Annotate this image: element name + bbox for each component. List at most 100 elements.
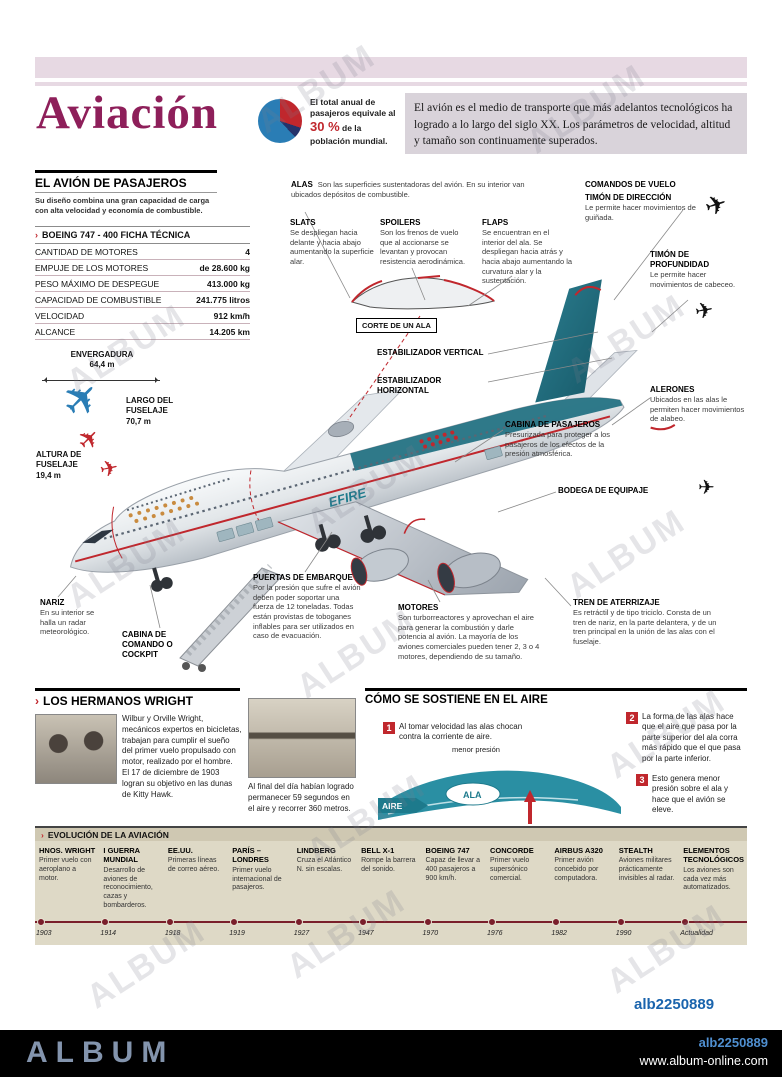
boarding-stairs [179, 563, 283, 672]
wright-portrait-photo [35, 714, 117, 784]
timeline-year: 1914 [100, 930, 116, 937]
menor-presion-label: menor presión [452, 745, 500, 754]
airflow-diagram: ALA AIRE [378, 770, 621, 824]
label-bodega: BODEGA DE EQUIPAJE [558, 486, 649, 495]
spec-value: 241.775 litros [196, 295, 250, 305]
timeline-year: 1976 [486, 930, 503, 937]
dimension-altura: ALTURA DE FUSELAJE 19,4 m [36, 450, 98, 481]
pitch-plane-icon: ✈ [692, 296, 716, 325]
timeline-year: 1970 [422, 930, 439, 937]
chevron-icon: › [35, 230, 38, 240]
spec-title-text: BOEING 747 - 400 FICHA TÉCNICA [42, 230, 191, 240]
dim-label: LARGO DEL FUSELAJE [126, 396, 173, 416]
timeline-dot [101, 918, 110, 926]
timeline-dot [487, 918, 496, 926]
timeline-line [35, 921, 747, 923]
album-logo: ALBUM [26, 1036, 175, 1069]
timeline-dot [294, 918, 303, 926]
step-number-badge: 2 [626, 712, 638, 724]
section-subheading: Su diseño combina una gran capacidad de … [35, 196, 210, 215]
label-comandos: COMANDOS DE VUELO [585, 180, 676, 189]
yaw-plane-icon: ✈ [700, 187, 731, 223]
intro-paragraph: El avión es el medio de transporte que m… [405, 93, 747, 154]
wing-cross-section [350, 275, 496, 310]
footer-url: www.album-online.com [639, 1054, 768, 1068]
timeline-year: 1982 [551, 930, 567, 937]
span-arrow [42, 377, 160, 383]
spec-value: de 28.600 kg [199, 263, 250, 273]
timeline-dot [359, 918, 368, 926]
timeline-dot [681, 918, 690, 926]
spec-row: CAPACIDAD DE COMBUSTIBLE 241.775 litros [35, 292, 250, 308]
stat-after: de la población mundial. [310, 123, 388, 146]
spec-label: CAPACIDAD DE COMBUSTIBLE [35, 295, 162, 305]
timeline-dot [552, 918, 561, 926]
timeline-dot [616, 918, 625, 926]
roll-plane-icon: ✈ [698, 477, 715, 499]
spec-row: PESO MÁXIMO DE DESPEGUE 413.000 kg [35, 276, 250, 292]
masthead-rule [35, 82, 747, 86]
spec-table-title: › BOEING 747 - 400 FICHA TÉCNICA [35, 226, 250, 244]
spec-label: VELOCIDAD [35, 311, 85, 321]
wright-flyer-photo [248, 698, 356, 778]
label-estabilizador-vertical: ESTABILIZADOR VERTICAL [377, 348, 484, 357]
timeline-year: 1918 [164, 930, 181, 937]
label-corte-de-un-ala: CORTE DE UN ALA [356, 318, 437, 333]
spec-value: 413.000 kg [206, 279, 250, 289]
wright-text-2: Al final del día habían logrado permanec… [248, 782, 354, 813]
image-code: alb2250889 [634, 996, 715, 1013]
spec-row: VELOCIDAD 912 km/h [35, 308, 250, 324]
spec-value: 912 km/h [213, 311, 250, 321]
section-heading-wright: ›LOS HERMANOS WRIGHT [35, 688, 240, 708]
spec-label: CANTIDAD DE MOTORES [35, 247, 138, 257]
dim-value: 70,7 m [126, 416, 151, 426]
masthead-bar [35, 57, 747, 78]
stat-before: El total anual de pasajeros equivale al [310, 97, 396, 119]
spec-label: PESO MÁXIMO DE DESPEGUE [35, 279, 160, 289]
footer-bar: ALBUM alb2250889 www.album-online.com [0, 1030, 782, 1077]
dim-label: ALTURA DE FUSELAJE [36, 450, 82, 470]
timeline-dot [230, 918, 239, 926]
timeline-item: EE.UU.Primeras líneas de correo aéreo.19… [164, 846, 220, 937]
timeline-year: 1990 [615, 930, 632, 937]
dimension-envergadura: ENVERGADURA 64,4 m [44, 350, 160, 371]
chevron-icon: › [35, 694, 39, 708]
timeline-year: Actualidad [680, 930, 713, 937]
dim-value: 64,4 m [89, 360, 115, 370]
evolution-heading-strip: ›EVOLUCIÓN DE LA AVIACIÓN [35, 826, 747, 841]
spec-row: ALCANCE 14.205 km [35, 324, 250, 340]
spec-label: ALCANCE [35, 327, 76, 337]
ala-label: ALA [463, 790, 482, 800]
step-number-badge: 3 [636, 774, 648, 786]
spec-table: CANTIDAD DE MOTORES 4 EMPUJE DE LOS MOTOR… [35, 244, 250, 340]
spec-value: 4 [245, 247, 250, 257]
timeline-year: 1947 [358, 930, 374, 937]
wright-text-1: Wilbur y Orville Wright, mecánicos exper… [122, 714, 242, 799]
spec-value: 14.205 km [209, 327, 250, 337]
timeline-dot [423, 918, 432, 926]
